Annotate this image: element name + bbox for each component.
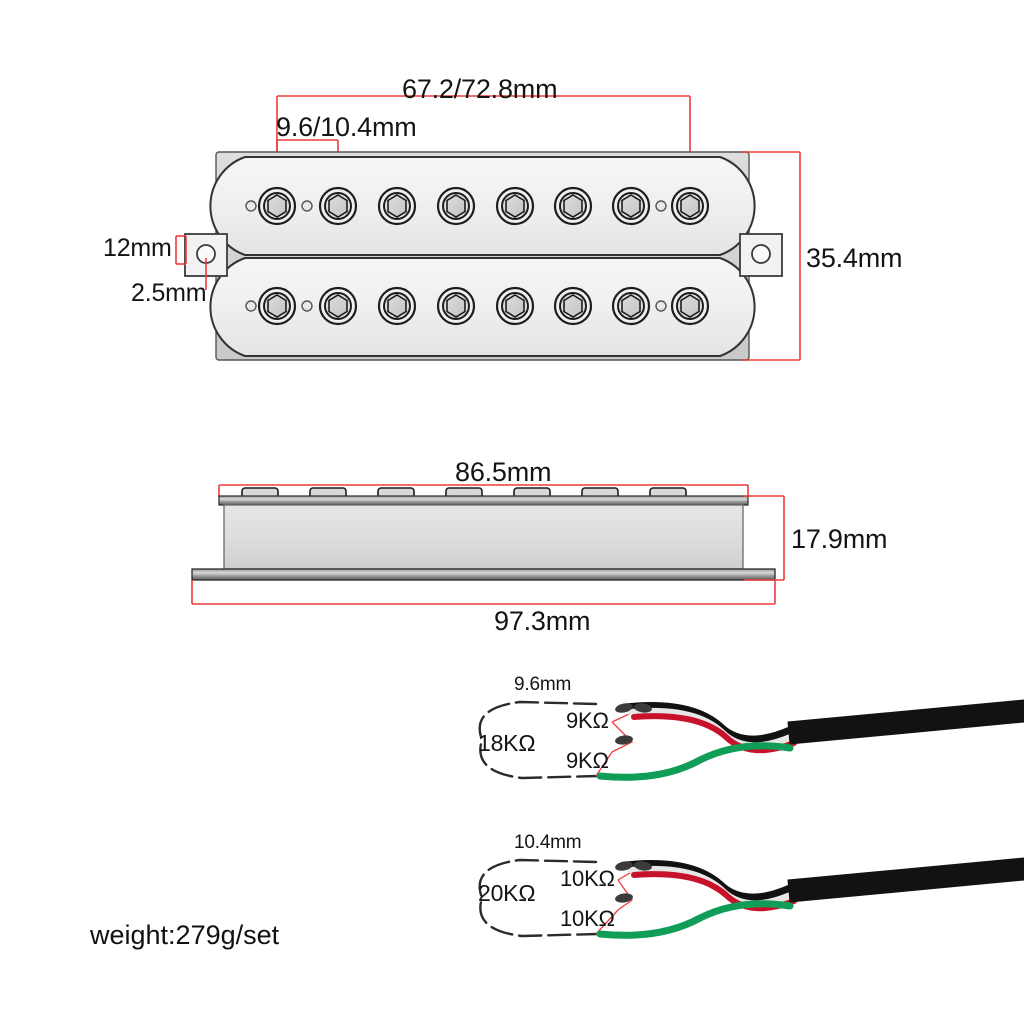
screw-hole bbox=[655, 200, 667, 212]
side-pole-tops bbox=[241, 487, 687, 498]
dim-label-baseplate-length: 97.3mm bbox=[494, 606, 591, 636]
wiring-diagram-9k bbox=[478, 699, 1024, 781]
coil-outline-10k bbox=[478, 858, 600, 938]
pole-piece bbox=[611, 186, 651, 226]
dim-baseplate-length bbox=[191, 580, 776, 605]
label-coil-bottom-9k: 9KΩ bbox=[566, 748, 609, 773]
dim-label-pole-spacing: 9.6/10.4mm bbox=[276, 112, 417, 142]
pole-piece bbox=[553, 286, 593, 326]
cable-jacket-10k bbox=[787, 857, 1024, 903]
pole-piece bbox=[670, 186, 710, 226]
pole-row-top bbox=[245, 186, 710, 226]
pole-piece bbox=[377, 186, 417, 226]
label-spacing-9k: 9.6mm bbox=[514, 674, 572, 695]
pole-piece bbox=[611, 286, 651, 326]
side-view-group bbox=[191, 484, 785, 605]
dim-label-body-height: 35.4mm bbox=[806, 243, 903, 273]
screw-hole bbox=[245, 200, 257, 212]
label-coil-top-10k: 10KΩ bbox=[560, 866, 615, 891]
solder-joints-9k bbox=[615, 703, 652, 745]
wire-green-9k bbox=[596, 742, 794, 781]
wire-black-9k bbox=[622, 702, 794, 743]
dim-label-hole-diameter: 2.5mm bbox=[131, 279, 207, 307]
dim-cover-length bbox=[218, 484, 749, 497]
wire-red-10k bbox=[631, 871, 797, 912]
dim-body-height bbox=[741, 151, 801, 361]
wire-black-10k bbox=[622, 860, 794, 901]
bobbin-top bbox=[209, 156, 756, 256]
bobbin-bottom bbox=[209, 257, 756, 357]
side-baseplate bbox=[191, 568, 776, 581]
wiring-diagram-10k bbox=[478, 857, 1024, 939]
side-cover-rim bbox=[218, 495, 749, 506]
wire-green-10k bbox=[596, 900, 794, 939]
dim-label-tab-width: 12mm bbox=[103, 234, 172, 262]
label-coil-top-9k: 9KΩ bbox=[566, 708, 609, 733]
dim-label-string-spread: 67.2/72.8mm bbox=[402, 74, 558, 104]
top-view-group bbox=[175, 95, 801, 361]
pole-piece bbox=[495, 186, 535, 226]
label-coil-bottom-10k: 10KΩ bbox=[560, 906, 615, 931]
side-body-slab bbox=[223, 504, 744, 570]
pole-piece bbox=[318, 186, 358, 226]
pole-piece bbox=[257, 186, 297, 226]
screw-hole bbox=[301, 300, 313, 312]
weight-label: weight:279g/set bbox=[90, 920, 280, 950]
label-total-resistance-20k: 20KΩ bbox=[478, 880, 536, 906]
solder-joints-10k bbox=[615, 861, 652, 903]
screw-hole bbox=[301, 200, 313, 212]
pole-piece bbox=[670, 286, 710, 326]
pole-row-bottom bbox=[245, 286, 710, 326]
screw-hole bbox=[655, 300, 667, 312]
wire-red-9k bbox=[631, 713, 797, 754]
pole-piece bbox=[257, 286, 297, 326]
pole-piece bbox=[436, 286, 476, 326]
mounting-tab-right bbox=[739, 233, 783, 277]
cable-jacket-9k bbox=[787, 699, 1024, 745]
pole-piece bbox=[377, 286, 417, 326]
coil-outline-9k bbox=[478, 700, 600, 780]
dim-body-depth bbox=[744, 495, 785, 581]
pole-piece bbox=[436, 186, 476, 226]
screw-hole bbox=[245, 300, 257, 312]
dim-label-cover-length: 86.5mm bbox=[455, 457, 552, 487]
dim-label-body-depth: 17.9mm bbox=[791, 524, 888, 554]
dim-tab-width bbox=[175, 235, 187, 265]
label-spacing-10k: 10.4mm bbox=[514, 832, 582, 853]
label-total-resistance-18k: 18KΩ bbox=[478, 730, 536, 756]
pole-piece bbox=[318, 286, 358, 326]
pole-piece bbox=[495, 286, 535, 326]
pole-piece bbox=[553, 186, 593, 226]
